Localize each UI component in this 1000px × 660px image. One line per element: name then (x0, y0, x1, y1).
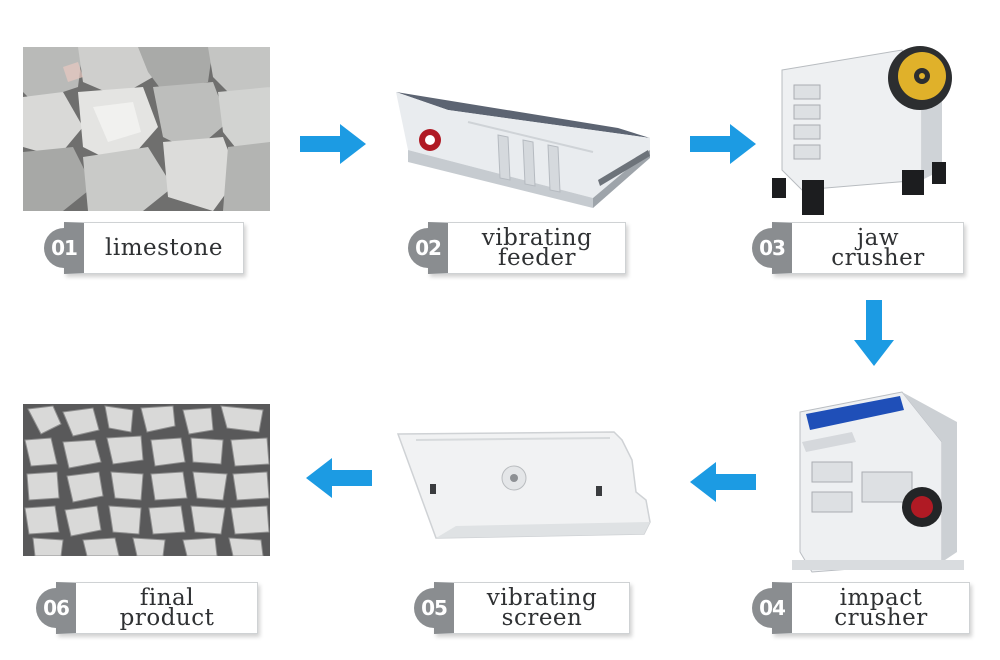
step-name-line1: final (139, 585, 195, 611)
step-05-label: 05 vibrating screen (414, 582, 630, 634)
step-name-line2: crusher (831, 245, 925, 271)
arrow-down-icon (854, 300, 894, 366)
step-name-line1: vibrating (481, 225, 593, 251)
step-name-line1: impact (839, 585, 923, 611)
step-name-line2: feeder (497, 245, 577, 271)
flow-arrow-05-06 (306, 458, 372, 498)
step-name-line2: screen (501, 605, 583, 631)
step-number-badge: 05 (414, 588, 454, 628)
step-number-badge: 03 (752, 228, 792, 268)
vibrating-screen-picture (396, 430, 652, 540)
step-number-badge: 02 (408, 228, 448, 268)
step-02-label: 02 vibrating feeder (408, 222, 626, 274)
limestone-photo (23, 47, 270, 211)
step-number-badge: 04 (752, 588, 792, 628)
step-03-label: 03 jaw crusher (752, 222, 964, 274)
jaw-crusher-picture (772, 30, 960, 220)
step-name-line2: crusher (834, 605, 928, 631)
step-number-badge: 01 (44, 228, 84, 268)
flow-arrow-01-02 (300, 124, 366, 164)
arrow-right-icon (690, 124, 756, 164)
flow-arrow-02-03 (690, 124, 756, 164)
step-number-badge: 06 (36, 588, 76, 628)
step-name-line2: product (119, 605, 215, 631)
arrow-right-icon (300, 124, 366, 164)
step-name-line1: vibrating (486, 585, 598, 611)
step-name-line1: limestone (105, 235, 223, 261)
arrow-left-icon (306, 458, 372, 498)
flow-arrow-03-04 (854, 300, 894, 366)
step-name-line1: jaw (856, 225, 900, 251)
step-04-label: 04 impact crusher (752, 582, 970, 634)
flow-arrow-04-05 (690, 462, 756, 502)
impact-crusher-picture (792, 382, 964, 578)
arrow-left-icon (690, 462, 756, 502)
step-06-label: 06 final product (36, 582, 258, 634)
vibrating-feeder-picture (388, 80, 658, 210)
step-01-label: 01 limestone (44, 222, 244, 274)
final-product-photo (23, 404, 270, 556)
